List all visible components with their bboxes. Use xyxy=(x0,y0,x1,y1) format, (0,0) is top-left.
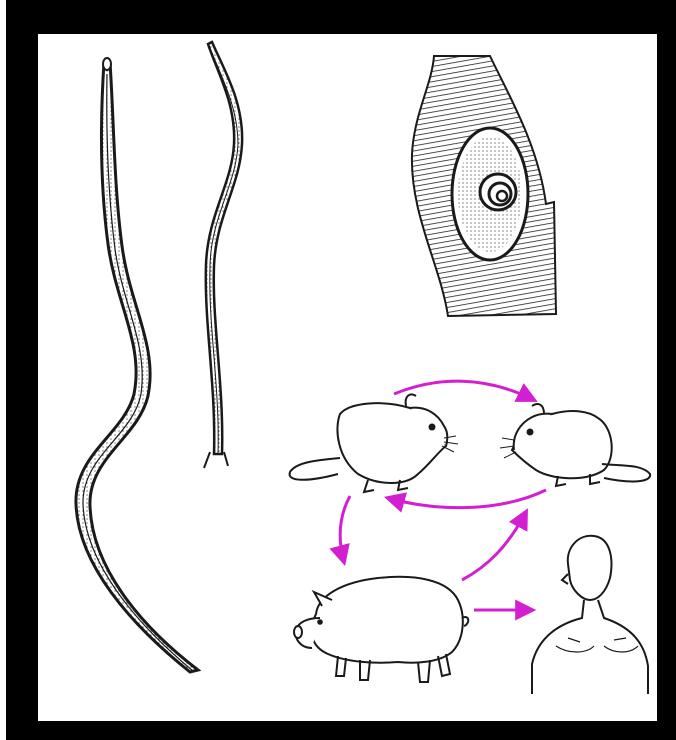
male-worm xyxy=(204,42,242,468)
rat-left xyxy=(290,394,458,492)
arrow-rat-to-pig xyxy=(340,496,350,562)
rat-right xyxy=(500,404,650,486)
pig xyxy=(294,577,468,682)
illustration-canvas xyxy=(38,34,657,721)
female-worm xyxy=(76,58,198,672)
arrow-rat-to-rat-bottom xyxy=(388,490,546,508)
arrow-rat-to-rat-top xyxy=(394,381,534,400)
human xyxy=(532,536,648,694)
muscle-cyst xyxy=(412,56,556,316)
arrow-pig-to-rat xyxy=(462,512,526,580)
life-cycle-diagram xyxy=(38,34,657,721)
left-edge-strip xyxy=(0,0,6,740)
